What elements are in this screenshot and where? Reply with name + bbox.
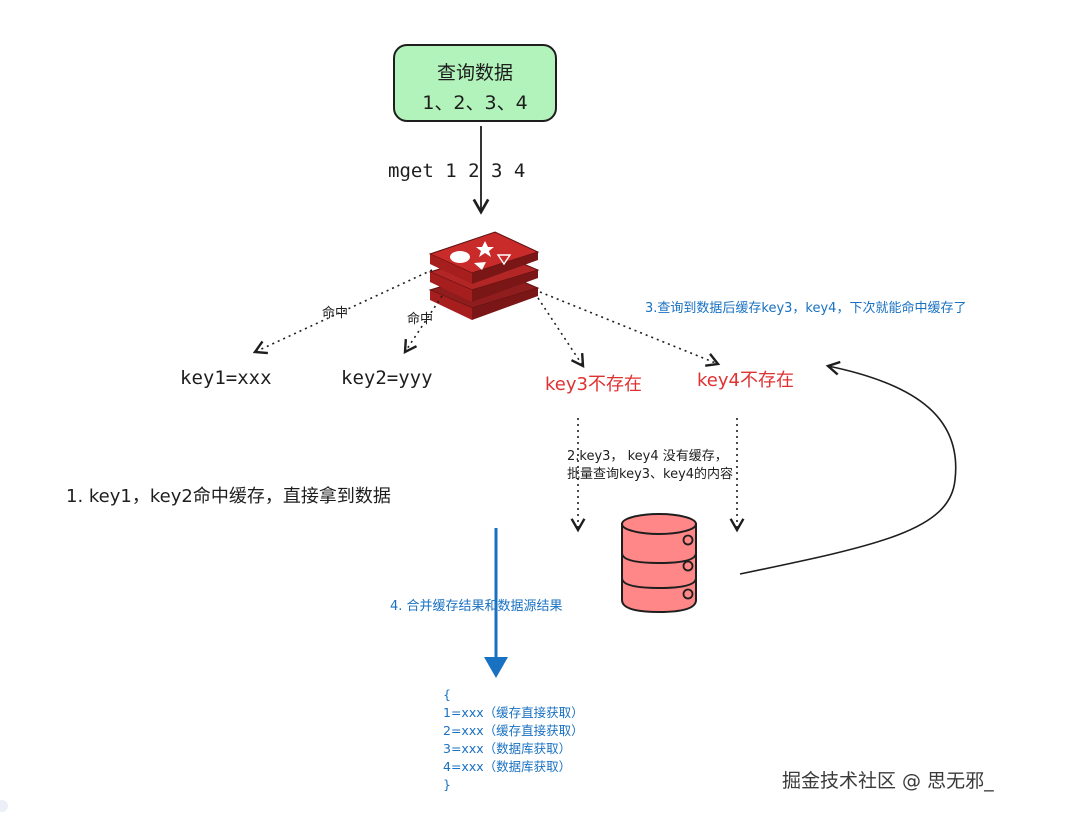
result-line: 2=xxx（缓存直接获取） xyxy=(443,723,584,738)
hit-label-2: 命中 xyxy=(407,312,434,327)
result-line: } xyxy=(443,777,451,792)
watermark: 掘金技术社区 @ 思无邪_ xyxy=(782,770,994,792)
query-box-title: 查询数据 xyxy=(436,62,513,84)
hit-label-1: 命中 xyxy=(322,306,349,321)
step2-note: 2.key3， key4 没有缓存， 批量查询key3、key4的内容 xyxy=(567,448,733,484)
corner-decoration xyxy=(0,800,8,812)
mget-label: mget 1 2 3 4 xyxy=(388,160,526,182)
result-line: { xyxy=(443,687,451,702)
key3-missing-label: key3不存在 xyxy=(545,374,642,395)
database-icon xyxy=(621,513,697,614)
result-line: 4=xxx（数据库获取） xyxy=(443,759,572,774)
result-line: 3=xxx（数据库获取） xyxy=(443,741,572,756)
step2-line-1: 2.key3， key4 没有缓存， xyxy=(567,449,728,464)
query-box-keys: 1、2、3、4 xyxy=(422,92,528,114)
step2-line-2: 批量查询key3、key4的内容 xyxy=(567,467,734,482)
result-line: 1=xxx（缓存直接获取） xyxy=(443,705,584,720)
query-data-box: 查询数据 1、2、3、4 xyxy=(393,44,557,122)
miss-arrow-key4 xyxy=(539,291,721,367)
cache-back-arrow xyxy=(739,360,957,575)
result-block: { 1=xxx（缓存直接获取） 2=xxx（缓存直接获取） 3=xxx（数据库获… xyxy=(443,686,584,794)
step1-note: 1. key1，key2命中缓存，直接拿到数据 xyxy=(66,486,391,507)
redis-stack-icon xyxy=(428,231,540,320)
key4-missing-label: key4不存在 xyxy=(697,370,794,391)
hit-arrow-key2 xyxy=(403,295,443,355)
hit-arrow-key1 xyxy=(252,269,433,355)
key2-label: key2=yyy xyxy=(341,367,433,389)
step4-note: 4. 合并缓存结果和数据源结果 xyxy=(390,599,563,614)
key1-label: key1=xxx xyxy=(180,367,272,389)
step3-note: 3.查询到数据后缓存key3，key4，下次就能命中缓存了 xyxy=(645,301,967,316)
miss-arrow-key3 xyxy=(537,297,585,369)
